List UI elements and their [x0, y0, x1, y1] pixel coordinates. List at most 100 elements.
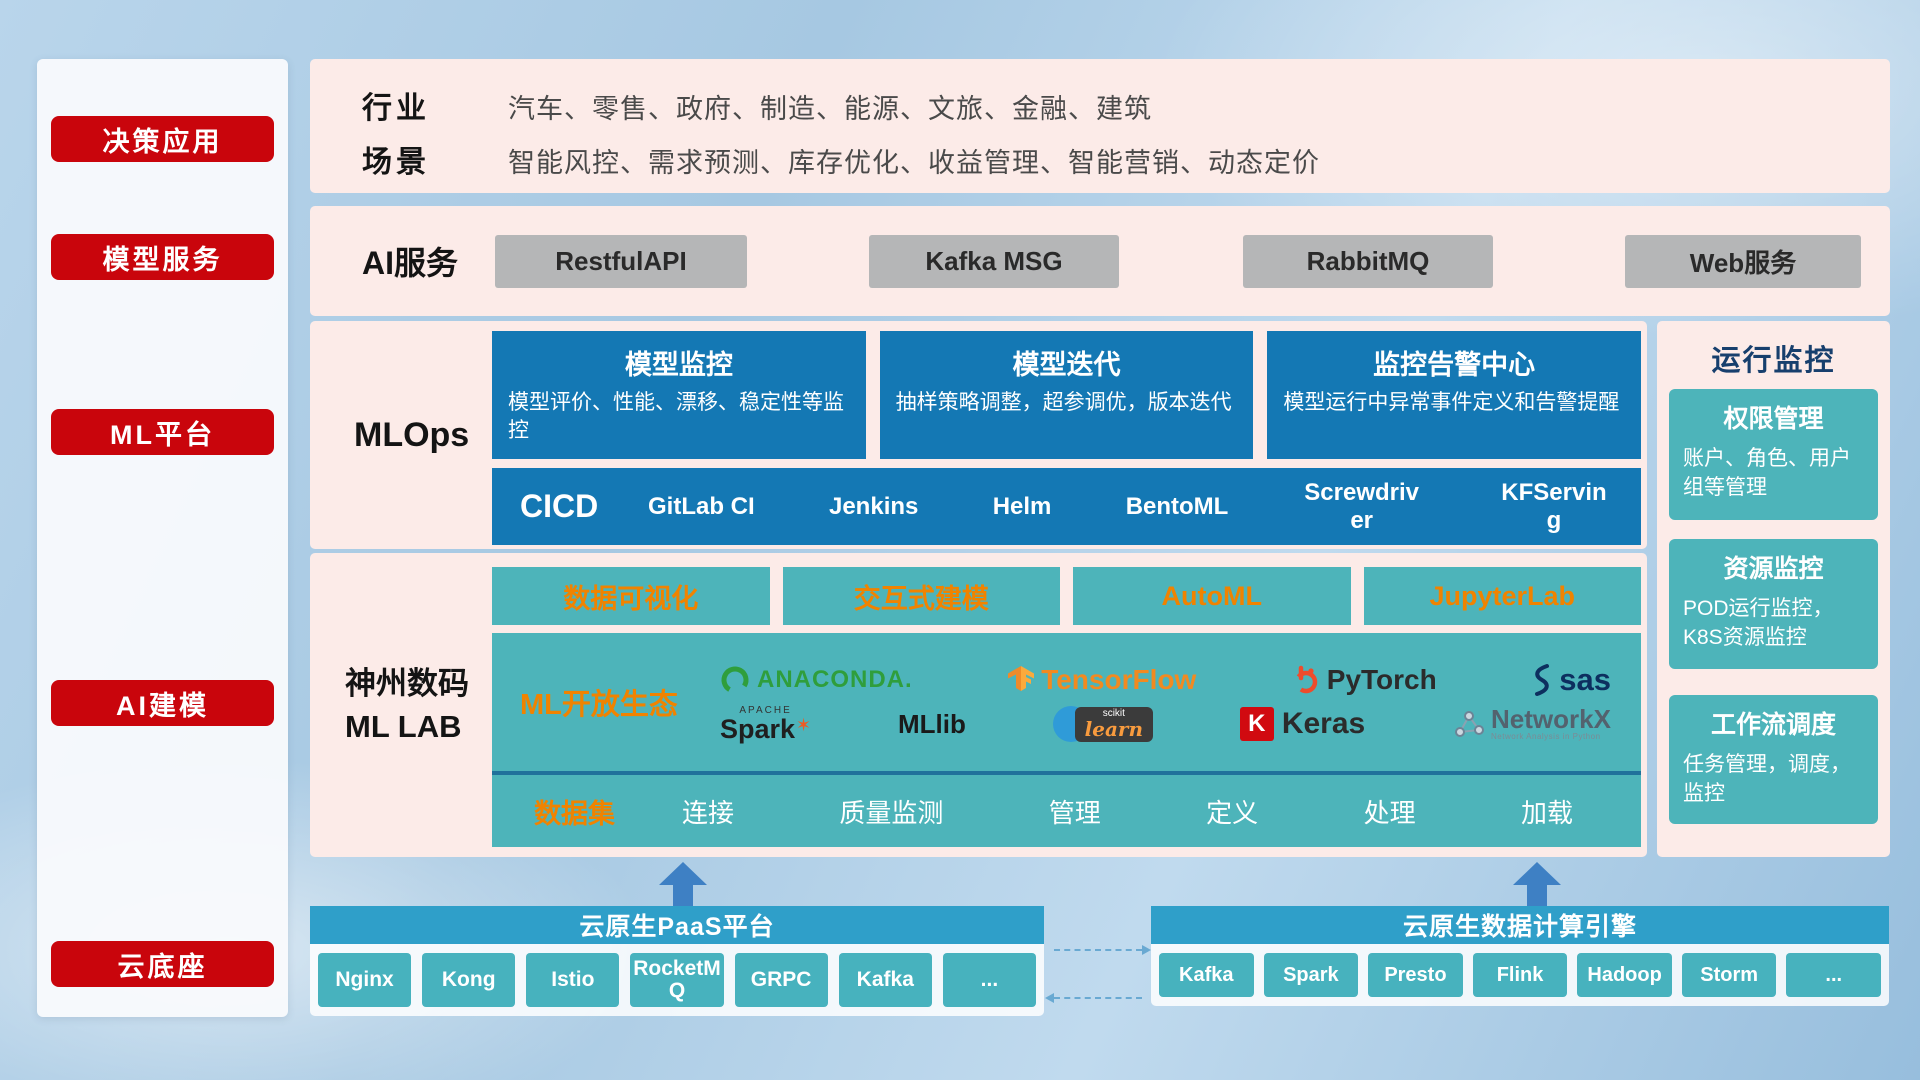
mlops-label: MLOps — [354, 415, 470, 454]
ai-service-label: AI服务 — [362, 245, 459, 281]
card-desc: POD运行监控，K8S资源监控 — [1683, 597, 1834, 650]
monitoring-card-permissions: 权限管理 账户、角色、用户组等管理 — [1669, 389, 1878, 520]
keras-icon: K — [1239, 707, 1274, 741]
ai-service-kafka-msg: Kafka MSG — [869, 235, 1119, 288]
mlops-card-model-iteration: 模型迭代 抽样策略调整，超参调优，版本迭代 — [879, 331, 1254, 459]
dashed-arrow-left — [1045, 993, 1142, 1003]
tensorflow-logo: TensorFlow — [1008, 664, 1196, 696]
engine-item-spark: Spark — [1263, 953, 1359, 997]
mlops-card-model-monitoring: 模型监控 模型评价、性能、漂移、稳定性等监控 — [492, 331, 866, 459]
spark-star-icon: ✶ — [796, 714, 812, 735]
card-desc: 账户、角色、用户组等管理 — [1683, 447, 1851, 500]
paas-item-istio: Istio — [526, 953, 620, 1007]
card-desc: 任务管理，调度，监控 — [1683, 753, 1851, 806]
dashed-arrow-right — [1054, 945, 1151, 955]
card-title: 模型迭代 — [1012, 350, 1121, 380]
data-engine-bar: 云原生数据计算引擎 — [1151, 906, 1889, 944]
paas-item-kong: Kong — [422, 953, 516, 1007]
engine-item-flink: Flink — [1472, 953, 1568, 997]
ml-ecosystem-box: ML开放生态 ANACONDA. TensorFlow — [492, 633, 1641, 771]
paas-item-nginx: Nginx — [318, 953, 412, 1007]
sas-logo: sas — [1532, 662, 1611, 698]
engine-components: Kafka Spark Presto Flink Hadoop Storm ..… — [1159, 953, 1882, 997]
sidebar-item-label: ML平台 — [110, 419, 215, 450]
mlops-card-alert-center: 监控告警中心 模型运行中异常事件定义和告警提醒 — [1267, 331, 1642, 459]
item-label: Flink — [1496, 963, 1544, 986]
networkx-icon — [1455, 711, 1485, 737]
logo-row-1: ANACONDA. TensorFlow — [702, 662, 1629, 698]
sidebar-item-label: 决策应用 — [102, 126, 223, 157]
spark-word: Spark — [720, 713, 796, 744]
engine-item-hadoop: Hadoop — [1577, 953, 1672, 997]
paas-components: Nginx Kong Istio RocketMQ GRPC Kafka ... — [318, 953, 1036, 1007]
scenario-label: 场景 — [362, 146, 430, 179]
tool-label: AutoML — [1161, 580, 1262, 611]
sidebar-item-decision-app: 决策应用 — [51, 116, 274, 162]
pytorch-logo: PyTorch — [1292, 664, 1437, 696]
paas-platform-bar: 云原生PaaS平台 — [310, 906, 1044, 944]
button-label: RestfulAPI — [555, 246, 687, 276]
anaconda-text: ANACONDA. — [757, 665, 913, 693]
mllab-tools-row: 数据可视化 交互式建模 AutoML JupyterLab — [492, 567, 1641, 625]
sidebar-item-ai-modeling: AI建模 — [51, 680, 274, 726]
cicd-label: CICD — [520, 488, 599, 524]
card-title: 资源监控 — [1723, 555, 1824, 583]
paas-item-rocketmq: RocketMQ — [630, 953, 724, 1007]
sidebar-item-label: 云底座 — [117, 951, 208, 982]
item-label: Nginx — [335, 967, 394, 991]
item-label: ... — [1825, 963, 1843, 986]
dataset-items: 连接 质量监测 管理 定义 处理 加载 — [682, 793, 1599, 830]
dataset-item-connect: 连接 — [682, 797, 735, 828]
dataset-item-quality: 质量监测 — [839, 797, 944, 828]
cicd-tool-helm: Helm — [992, 492, 1052, 520]
spark-logo: APACHE Spark✶ — [720, 704, 812, 744]
networkx-subtitle: Network Analysis in Python — [1491, 732, 1601, 742]
sidebar-item-label: 模型服务 — [102, 244, 223, 275]
mlops-cards: 模型监控 模型评价、性能、漂移、稳定性等监控 模型迭代 抽样策略调整，超参调优，… — [492, 331, 1642, 459]
networkx-text: NetworkX — [1491, 704, 1611, 735]
paas-item-more: ... — [942, 953, 1036, 1007]
engine-item-storm: Storm — [1681, 953, 1777, 997]
dataset-item-manage: 管理 — [1048, 797, 1101, 828]
card-desc: 模型评价、性能、漂移、稳定性等监控 — [508, 391, 844, 443]
card-title: 权限管理 — [1723, 405, 1824, 433]
cicd-tools: GitLab CI Jenkins Helm BentoML Screwdriv… — [648, 479, 1613, 534]
item-label: RocketMQ — [633, 956, 721, 1002]
up-arrow-paas — [659, 862, 707, 906]
ai-service-panel: AI服务 RestfulAPI Kafka MSG RabbitMQ Web服务 — [310, 206, 1890, 316]
runtime-monitoring-title: 运行监控 — [1711, 345, 1836, 377]
pytorch-icon — [1294, 665, 1318, 693]
dataset-item-process: 处理 — [1363, 797, 1416, 828]
cicd-tool-bentoml: BentoML — [1125, 492, 1229, 520]
industry-scenario-panel: 行业 汽车、零售、政府、制造、能源、文旅、金融、建筑 场景 智能风控、需求预测、… — [310, 59, 1890, 193]
runtime-monitoring-panel: 运行监控 权限管理 账户、角色、用户组等管理 资源监控 POD运行监控，K8S资… — [1657, 321, 1890, 857]
dataset-bar: 数据集 连接 质量监测 管理 定义 处理 加载 — [492, 771, 1641, 847]
tensorflow-icon — [1008, 665, 1035, 691]
sas-text: sas — [1559, 661, 1611, 697]
item-label: Hadoop — [1587, 963, 1662, 986]
mllib-logo: MLlib — [897, 708, 966, 739]
paas-item-grpc: GRPC — [734, 953, 828, 1007]
card-desc: 模型运行中异常事件定义和告警提醒 — [1283, 391, 1620, 414]
ai-service-rabbitmq: RabbitMQ — [1243, 235, 1493, 288]
sidebar-item-model-service: 模型服务 — [51, 234, 274, 280]
scikit-text: scikit — [1102, 707, 1125, 719]
cicd-bar: CICD GitLab CI Jenkins Helm BentoML Scre… — [492, 468, 1641, 545]
keras-logo: K Keras — [1239, 707, 1365, 741]
item-label: Istio — [551, 967, 595, 991]
ai-service-restfulapi: RestfulAPI — [495, 235, 747, 288]
industry-row: 行业 汽车、零售、政府、制造、能源、文旅、金融、建筑 — [362, 83, 1152, 127]
monitoring-card-workflow: 工作流调度 任务管理，调度，监控 — [1669, 695, 1878, 824]
tool-label: JupyterLab — [1429, 580, 1576, 611]
scenario-values: 智能风控、需求预测、库存优化、收益管理、智能营销、动态定价 — [508, 148, 1320, 178]
cicd-tool-jenkins: Jenkins — [828, 492, 919, 520]
tool-label: 交互式建模 — [853, 583, 989, 614]
button-label: Web服务 — [1689, 248, 1797, 278]
apache-text: APACHE — [739, 704, 792, 716]
engine-item-kafka: Kafka — [1159, 953, 1254, 997]
anaconda-icon — [721, 666, 749, 693]
mllab-label-line2: ML LAB — [345, 709, 462, 744]
up-arrow-engine — [1513, 862, 1561, 906]
scenario-row: 场景 智能风控、需求预测、库存优化、收益管理、智能营销、动态定价 — [362, 137, 1320, 181]
